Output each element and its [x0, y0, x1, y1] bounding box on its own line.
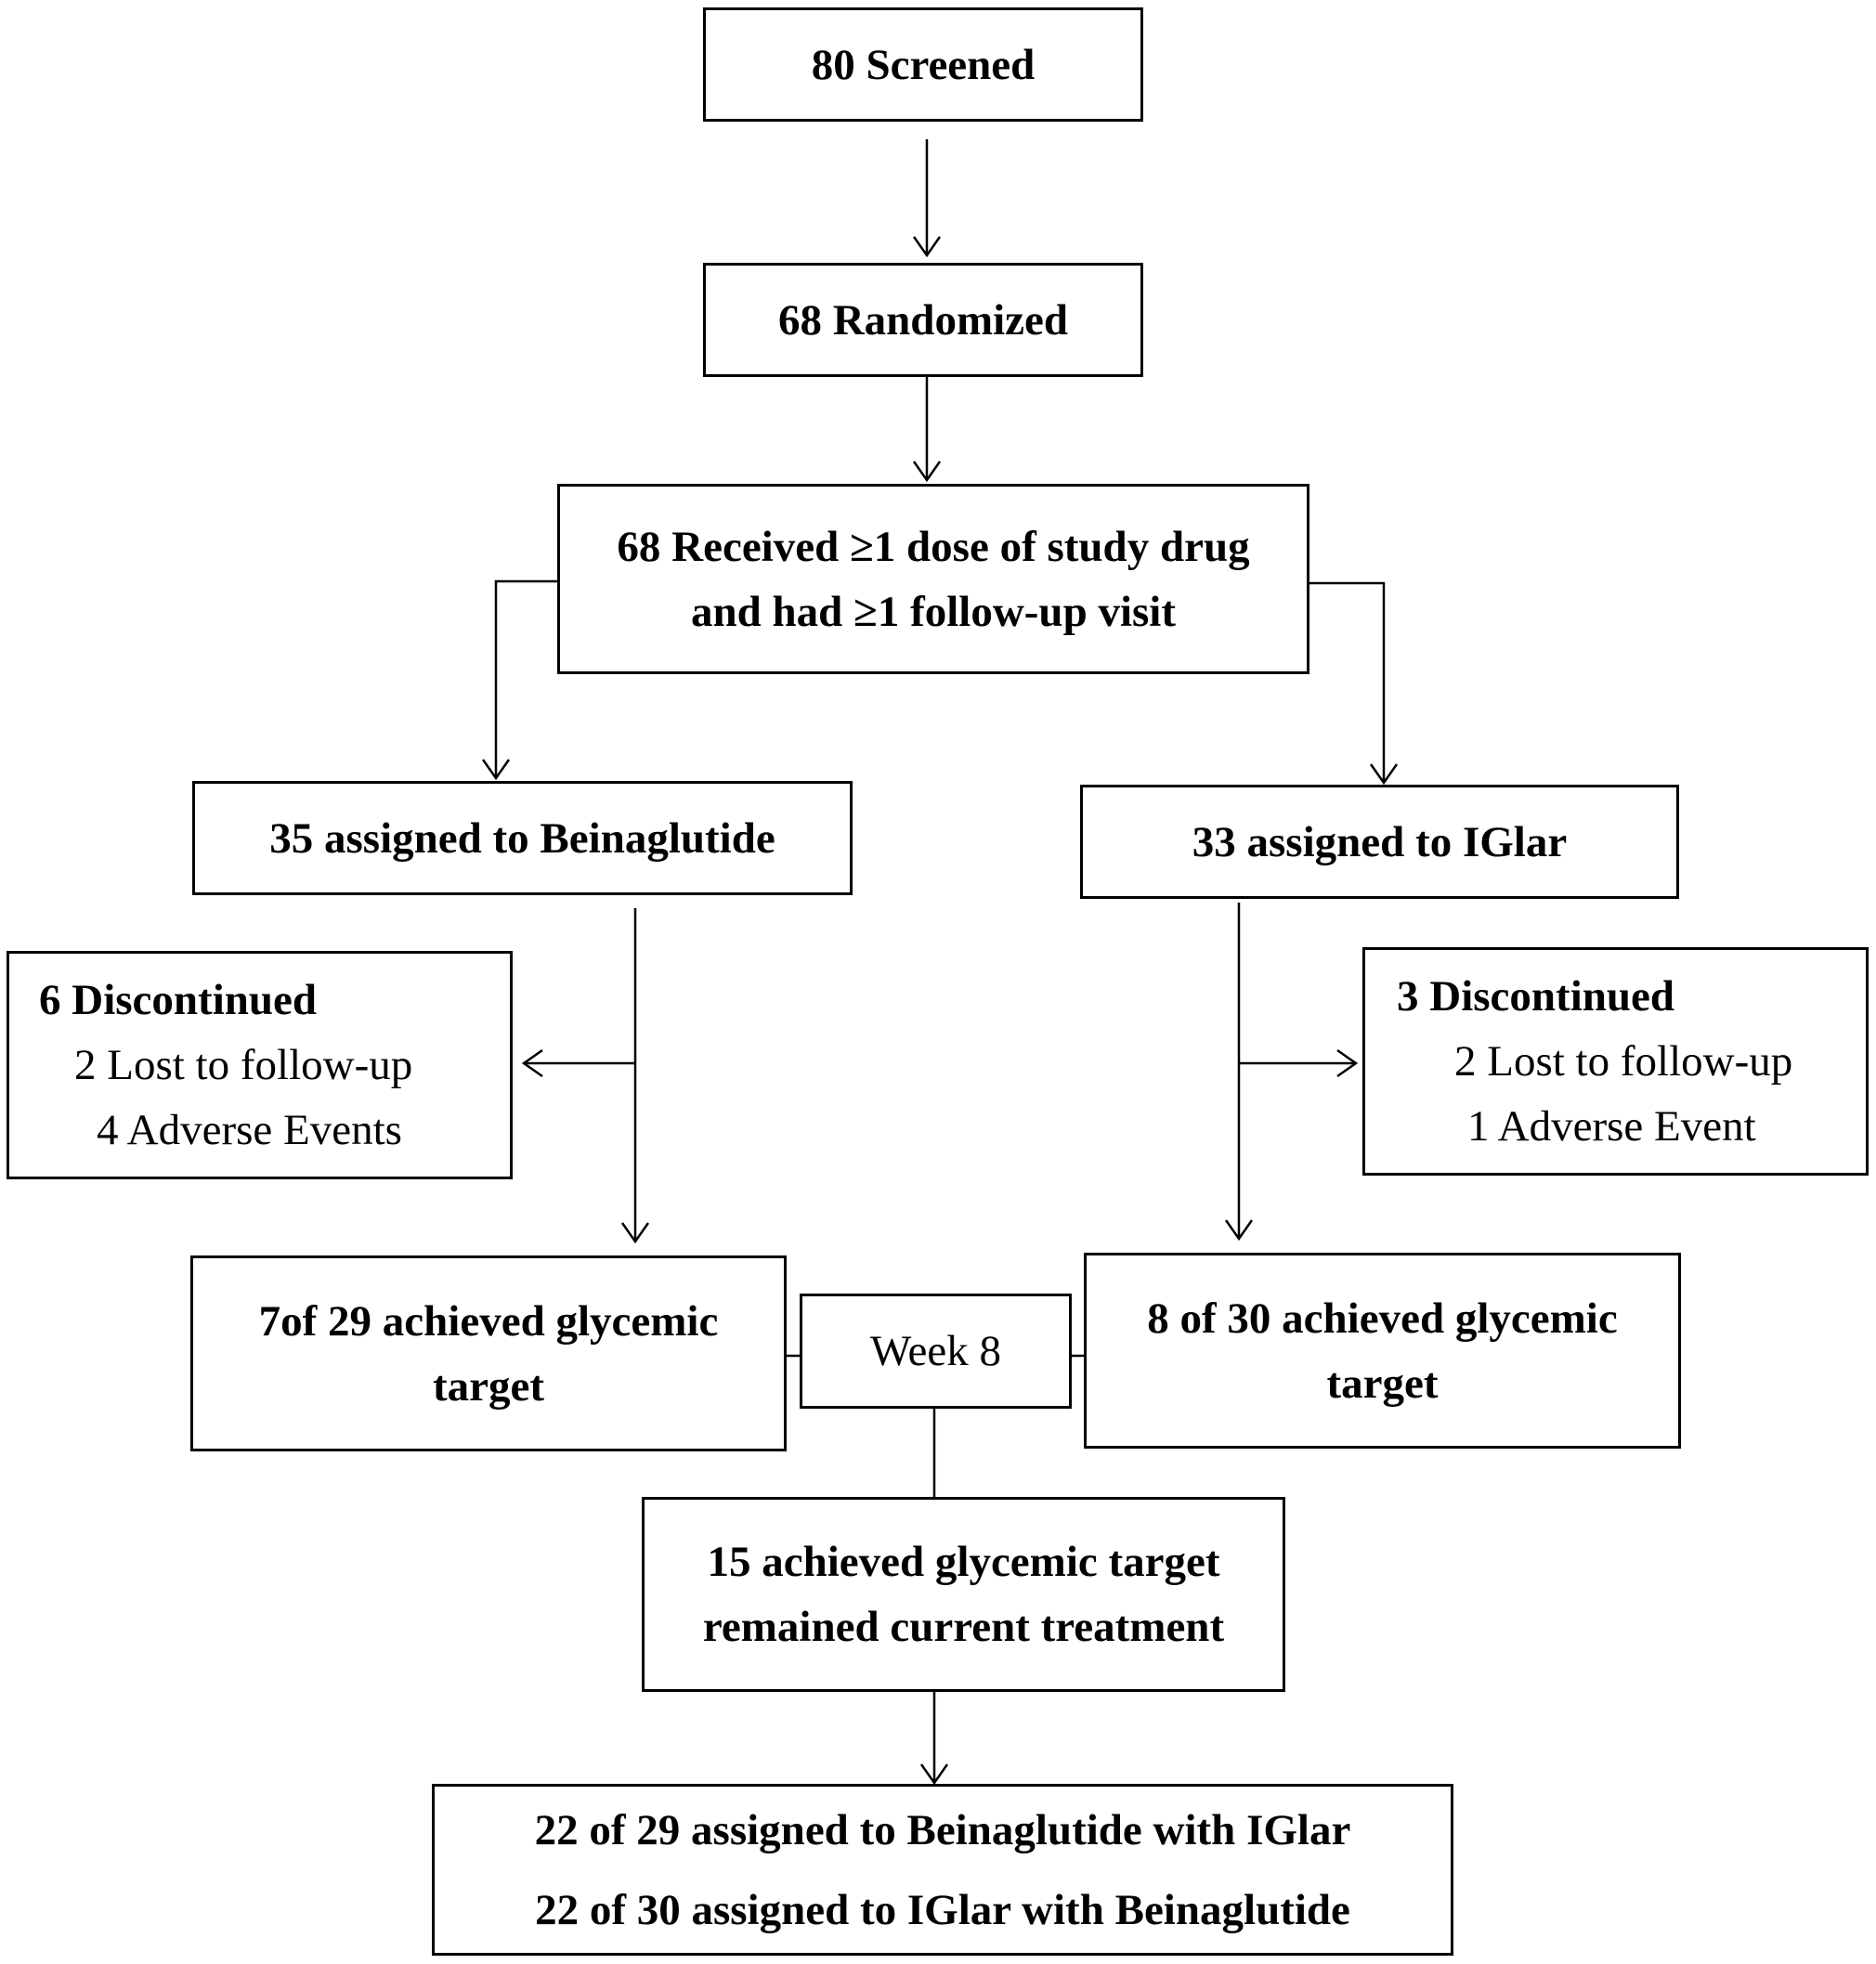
- arrowhead: [912, 236, 942, 258]
- final-box: 22 of 29 assigned to Beinaglutide with I…: [432, 1784, 1453, 1956]
- remained-box: 15 achieved glycemic target remained cur…: [642, 1497, 1285, 1692]
- target-right-box: 8 of 30 achieved glycemic target: [1084, 1253, 1681, 1449]
- discontinued-right-box: 3 Discontinued 2 Lost to follow-up 1 Adv…: [1362, 947, 1869, 1176]
- discontinued-left-adverse: 4 Adverse Events: [97, 1106, 402, 1154]
- arrow-received-to-iglar: [1309, 581, 1386, 783]
- remained-line-1: 15 achieved glycemic target: [707, 1538, 1220, 1586]
- arrow-received-to-beinaglutide: [494, 579, 557, 778]
- arrowhead: [1224, 1219, 1254, 1242]
- discontinued-right-lost: 2 Lost to follow-up: [1454, 1037, 1793, 1086]
- target-left-line-1: 7of 29 achieved glycemic: [258, 1296, 719, 1346]
- beinaglutide-arm-label: 35 assigned to Beinaglutide: [269, 813, 775, 863]
- discontinued-right-title: 3 Discontinued: [1397, 972, 1675, 1021]
- discontinued-left-lost: 2 Lost to follow-up: [74, 1041, 413, 1089]
- final-line-1: 22 of 29 assigned to Beinaglutide with I…: [534, 1805, 1351, 1854]
- received-line-2: and had ≥1 follow-up visit: [690, 587, 1177, 636]
- final-line-2: 22 of 30 assigned to IGlar with Beinaglu…: [535, 1885, 1350, 1934]
- arrowhead: [620, 1222, 650, 1244]
- screened-box: 80 Screened: [703, 7, 1143, 122]
- target-left-line-2: target: [432, 1361, 545, 1411]
- discontinued-right-adverse: 1 Adverse Event: [1467, 1102, 1756, 1151]
- arrowhead: [521, 1048, 543, 1078]
- iglar-arm-label: 33 assigned to IGlar: [1192, 817, 1568, 866]
- week-label: Week 8: [869, 1327, 1002, 1375]
- arrowhead: [481, 759, 511, 781]
- iglar-arm-box: 33 assigned to IGlar: [1080, 785, 1679, 899]
- discontinued-left-box: 6 Discontinued 2 Lost to follow-up 4 Adv…: [7, 951, 513, 1179]
- arrowhead: [1369, 763, 1399, 786]
- arrowhead: [919, 1763, 949, 1786]
- week-box: Week 8: [800, 1294, 1072, 1409]
- received-box: 68 Received ≥1 dose of study drug and ha…: [557, 484, 1309, 674]
- target-right-line-1: 8 of 30 achieved glycemic: [1147, 1294, 1618, 1343]
- target-right-line-2: target: [1326, 1359, 1439, 1408]
- discontinued-left-title: 6 Discontinued: [39, 976, 318, 1024]
- target-left-box: 7of 29 achieved glycemic target: [190, 1255, 787, 1451]
- screened-label: 80 Screened: [811, 40, 1036, 89]
- arrowhead: [1336, 1048, 1359, 1078]
- randomized-box: 68 Randomized: [703, 263, 1143, 377]
- randomized-label: 68 Randomized: [777, 295, 1069, 345]
- beinaglutide-arm-box: 35 assigned to Beinaglutide: [192, 781, 853, 895]
- arrowhead: [912, 461, 942, 483]
- remained-line-2: remained current treatment: [702, 1603, 1225, 1651]
- received-line-1: 68 Received ≥1 dose of study drug: [617, 522, 1250, 571]
